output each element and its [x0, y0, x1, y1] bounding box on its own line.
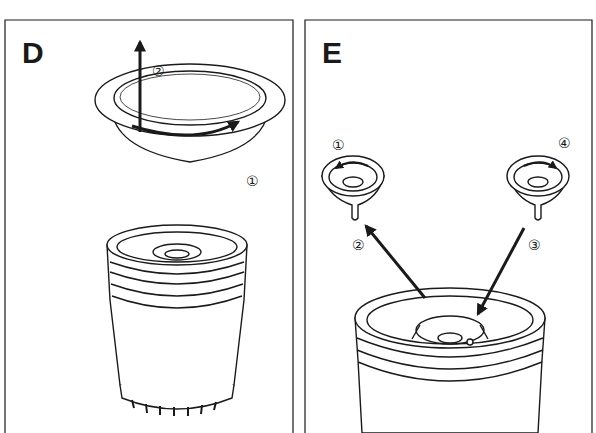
callout-number: ② [152, 64, 165, 78]
callout-number: ① [246, 174, 259, 188]
panel-letter: D [22, 38, 44, 68]
callout-number: ② [352, 238, 365, 252]
callout-number: ④ [558, 136, 571, 150]
callout-number: ③ [528, 238, 541, 252]
panel-letter: E [322, 38, 342, 68]
callout-number: ① [332, 138, 345, 152]
